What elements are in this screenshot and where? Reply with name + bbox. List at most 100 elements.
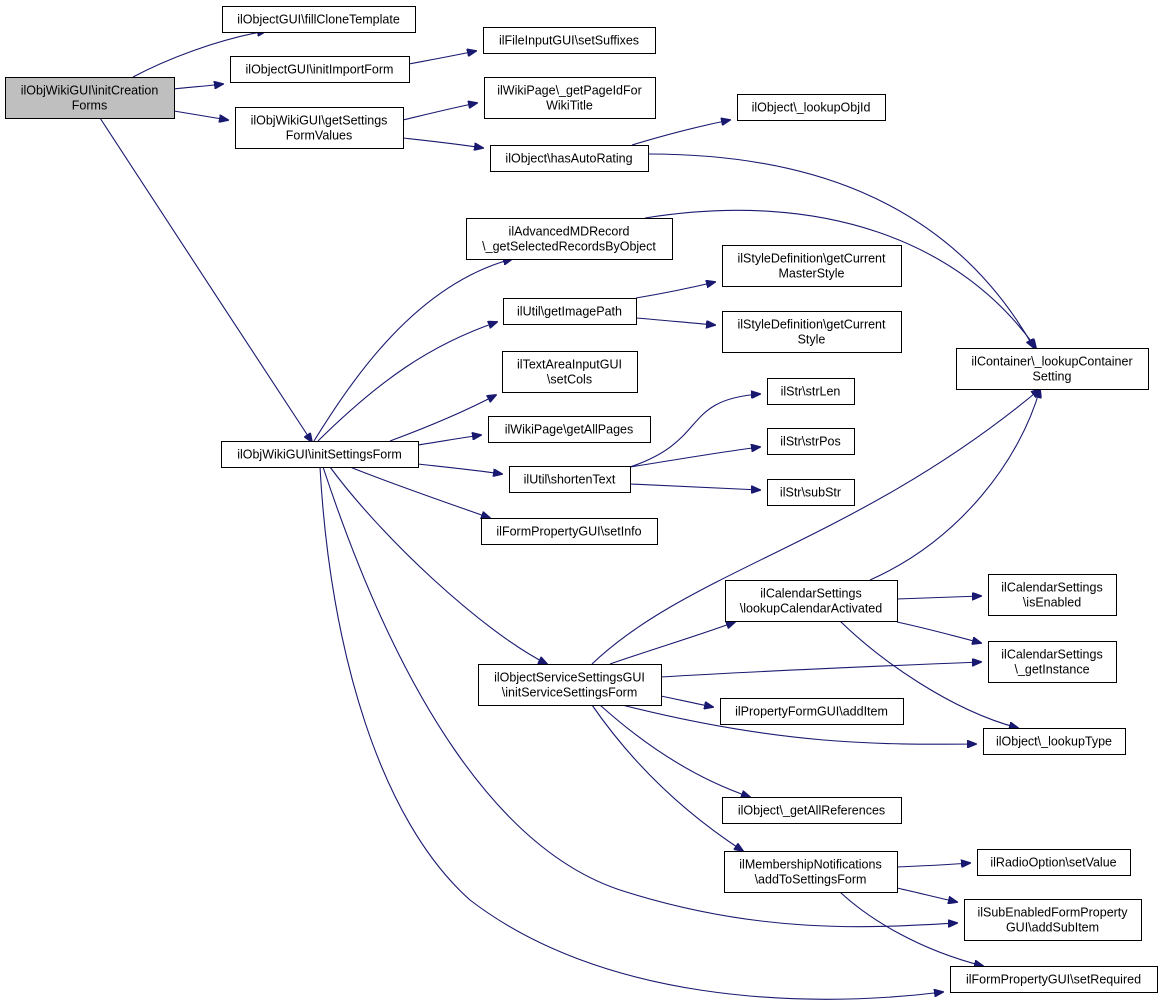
node-getImagePath[interactable]: ilUtil\getImagePath xyxy=(503,298,637,325)
edge-serviceForm-to-addItem xyxy=(660,695,713,707)
node-box[interactable] xyxy=(722,311,902,353)
node-box[interactable] xyxy=(478,664,662,706)
node-label: ilPropertyFormGUI\addItem xyxy=(735,705,888,719)
node-label: ilUtil\shortenText xyxy=(524,473,616,487)
node-box[interactable] xyxy=(725,580,898,622)
node-setRequired[interactable]: ilFormPropertyGUI\setRequired xyxy=(950,966,1158,993)
node-label: Style xyxy=(798,333,826,347)
node-box[interactable] xyxy=(502,351,638,393)
edge-initSettings-to-setInfo xyxy=(349,466,490,518)
node-label: ilSubEnabledFormProperty xyxy=(977,906,1128,920)
node-label: \_getInstance xyxy=(1014,663,1089,677)
node-box[interactable] xyxy=(490,145,649,172)
node-box[interactable] xyxy=(956,348,1149,390)
node-subStr[interactable]: ilStr\subStr xyxy=(767,479,855,506)
node-calActivated[interactable]: ilCalendarSettings\lookupCalendarActivat… xyxy=(725,580,898,622)
node-box[interactable] xyxy=(988,641,1117,683)
node-label: ilObjWikiGUI\initSettingsForm xyxy=(237,448,402,462)
node-getAllPages[interactable]: ilWikiPage\getAllPages xyxy=(488,416,651,443)
node-setSuffixes[interactable]: ilFileInputGUI\setSuffixes xyxy=(483,27,656,54)
node-label: Setting xyxy=(1033,370,1072,384)
node-box[interactable] xyxy=(466,218,673,260)
node-allRefs[interactable]: ilObject\_getAllReferences xyxy=(722,797,902,824)
node-label: GUI\addSubItem xyxy=(1006,921,1099,935)
node-box[interactable] xyxy=(235,107,404,149)
node-label: ilWikiPage\_getPageIdFor xyxy=(497,84,642,98)
node-box[interactable] xyxy=(724,851,898,893)
edge-initSettings-to-advMD xyxy=(313,259,512,442)
node-setInfo[interactable]: ilFormPropertyGUI\setInfo xyxy=(481,518,658,545)
node-box[interactable] xyxy=(230,56,410,83)
node-setCols[interactable]: ilTextAreaInputGUI\setCols xyxy=(502,351,638,393)
edge-getImagePath-to-curStyle xyxy=(635,317,715,325)
node-box[interactable] xyxy=(767,428,855,455)
node-lookupObjId[interactable]: ilObject\_lookupObjId xyxy=(737,94,886,121)
node-initImport[interactable]: ilObjectGUI\initImportForm xyxy=(230,56,410,83)
node-box[interactable] xyxy=(767,378,855,405)
node-box[interactable] xyxy=(481,518,658,545)
edge-serviceForm-to-calActivated xyxy=(609,622,735,665)
node-label: ilStyleDefinition\getCurrent xyxy=(738,318,887,332)
node-label: \setCols xyxy=(547,373,592,387)
node-label: ilObject\_lookupType xyxy=(996,735,1112,749)
node-box[interactable] xyxy=(503,298,637,325)
node-label: ilStr\strLen xyxy=(781,385,841,399)
edge-serviceForm-to-lookupContainer xyxy=(591,389,1040,665)
node-initSettings[interactable]: ilObjWikiGUI\initSettingsForm xyxy=(221,441,419,468)
node-strPos[interactable]: ilStr\strPos xyxy=(767,428,855,455)
node-box[interactable] xyxy=(483,27,656,54)
node-box[interactable] xyxy=(5,77,175,119)
node-label: ilObjWikiGUI\initCreation xyxy=(21,84,159,98)
node-label: \addToSettingsForm xyxy=(755,873,867,887)
node-fillClone[interactable]: ilObjectGUI\fillCloneTemplate xyxy=(222,6,416,33)
node-calInstance[interactable]: ilCalendarSettings\_getInstance xyxy=(988,641,1117,683)
node-label: WikiTitle xyxy=(546,99,593,113)
node-box[interactable] xyxy=(221,441,419,468)
node-box[interactable] xyxy=(720,698,904,725)
edge-calActivated-to-calEnabled xyxy=(896,596,981,599)
node-advMD[interactable]: ilAdvancedMDRecord\_getSelectedRecordsBy… xyxy=(466,218,673,260)
node-label: ilTextAreaInputGUI xyxy=(517,358,622,372)
node-box[interactable] xyxy=(484,77,656,119)
node-addItem[interactable]: ilPropertyFormGUI\addItem xyxy=(720,698,904,725)
node-box[interactable] xyxy=(722,797,902,824)
edge-hasAutoRating-to-lookupObjId xyxy=(631,120,730,146)
node-label: ilUtil\getImagePath xyxy=(517,305,622,319)
node-lookupType[interactable]: ilObject\_lookupType xyxy=(983,728,1126,755)
node-box[interactable] xyxy=(950,966,1158,993)
node-box[interactable] xyxy=(983,728,1126,755)
node-calEnabled[interactable]: ilCalendarSettings\isEnabled xyxy=(988,574,1117,616)
edge-initSettings-to-getImagePath xyxy=(317,322,497,442)
node-box[interactable] xyxy=(222,6,416,33)
edge-shortenText-to-strPos xyxy=(629,447,760,468)
node-box[interactable] xyxy=(509,466,631,493)
edge-serviceForm-to-membership xyxy=(591,704,743,851)
node-radioSetValue[interactable]: ilRadioOption\setValue xyxy=(977,849,1131,876)
node-label: ilMembershipNotifications xyxy=(739,858,881,872)
node-hasAutoRating[interactable]: ilObject\hasAutoRating xyxy=(490,145,649,172)
node-label: ilObjectGUI\initImportForm xyxy=(246,63,394,77)
node-box[interactable] xyxy=(767,479,855,506)
edge-root-to-getSettingsValues xyxy=(173,110,228,120)
node-box[interactable] xyxy=(964,899,1142,941)
node-label: ilRadioOption\setValue xyxy=(990,856,1116,870)
edge-serviceForm-to-allRefs xyxy=(599,704,750,797)
node-box[interactable] xyxy=(737,94,886,121)
node-box[interactable] xyxy=(488,416,651,443)
node-box[interactable] xyxy=(722,245,902,287)
edge-getImagePath-to-curMaster xyxy=(635,282,715,299)
node-serviceForm[interactable]: ilObjectServiceSettingsGUI\initServiceSe… xyxy=(478,664,662,706)
node-strLen[interactable]: ilStr\strLen xyxy=(767,378,855,405)
node-box[interactable] xyxy=(988,574,1117,616)
node-label: ilContainer\_lookupContainer xyxy=(971,355,1132,369)
node-shortenText[interactable]: ilUtil\shortenText xyxy=(509,466,631,493)
node-membership[interactable]: ilMembershipNotifications\addToSettingsF… xyxy=(724,851,898,893)
node-box[interactable] xyxy=(977,849,1131,876)
